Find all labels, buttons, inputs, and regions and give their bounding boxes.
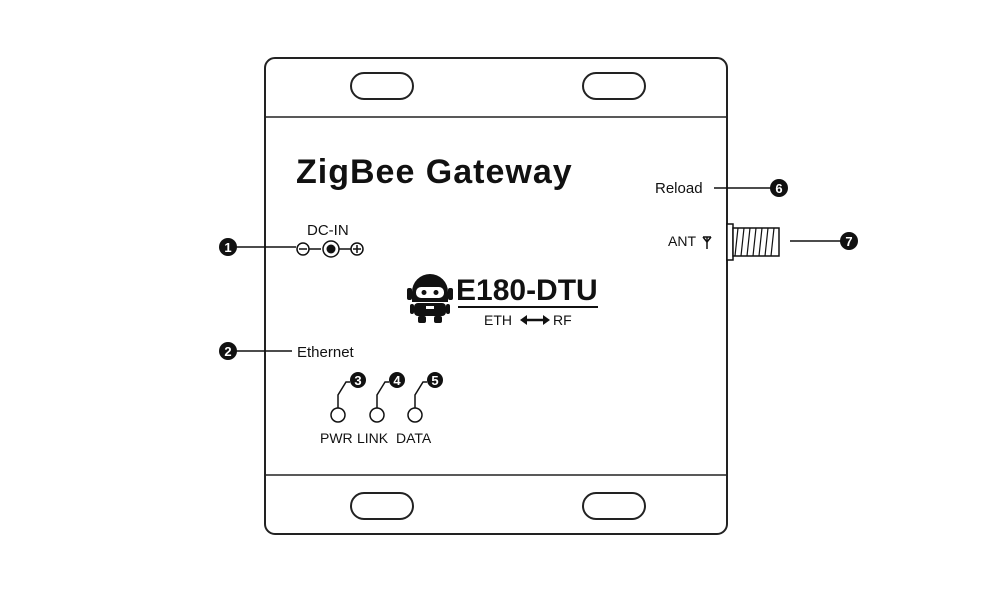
- ethernet-label: Ethernet: [297, 344, 355, 361]
- callout-5-marker: [427, 372, 443, 388]
- callout-5-number: 5: [431, 373, 438, 388]
- dc-in-label: DC-IN: [307, 222, 349, 239]
- callout-6-number: 6: [775, 181, 782, 196]
- callout-3-number: 3: [354, 373, 361, 388]
- reload-label: Reload: [655, 180, 703, 197]
- callout-7-number: 7: [845, 234, 852, 249]
- robot-logo-icon: [407, 274, 453, 323]
- mounting-slot-top-right: [582, 72, 646, 100]
- callout-6-marker: [770, 179, 788, 197]
- device-enclosure: [264, 57, 728, 535]
- led-pwr-label: PWR: [320, 430, 353, 446]
- callout-2-marker: [219, 342, 237, 360]
- callout-1-number: 1: [224, 240, 231, 255]
- led-data: 5: [407, 372, 443, 423]
- mounting-slot-bottom-left: [350, 492, 414, 520]
- bidirectional-arrow-icon: [520, 315, 550, 325]
- callout-4-number: 4: [393, 373, 401, 388]
- led-link-label: LINK: [357, 430, 389, 446]
- led-pwr: 3: [330, 372, 366, 423]
- interface-rf-label: RF: [553, 312, 572, 328]
- interface-eth-label: ETH: [484, 312, 512, 328]
- dc-polarity-symbol: [296, 240, 364, 258]
- antenna-icon: [702, 236, 712, 249]
- model-name: E180-DTU: [456, 274, 598, 307]
- callout-2-number: 2: [224, 344, 231, 359]
- callout-3-marker: [350, 372, 366, 388]
- callout-1-marker: [219, 238, 237, 256]
- led-data-label: DATA: [396, 430, 432, 446]
- ant-label: ANT: [668, 233, 696, 249]
- mounting-slot-bottom-right: [582, 492, 646, 520]
- antenna-connector: [726, 223, 780, 261]
- device-title: ZigBee Gateway: [296, 153, 573, 191]
- mounting-slot-top-left: [350, 72, 414, 100]
- callout-4-marker: [389, 372, 405, 388]
- callout-7-marker: [840, 232, 858, 250]
- led-link: 4: [369, 372, 405, 423]
